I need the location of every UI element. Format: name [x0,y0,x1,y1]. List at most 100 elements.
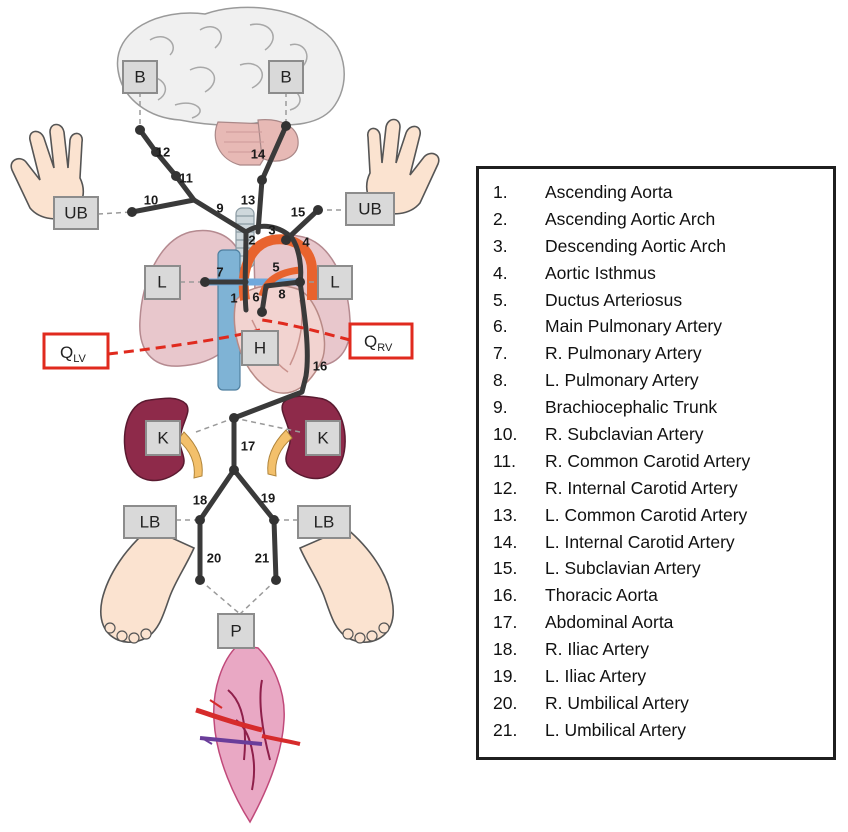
legend-label: L. Umbilical Artery [545,720,833,741]
vessel-label-20: 20 [207,551,221,566]
placenta-illustration [196,645,300,822]
legend-number: 19. [479,666,545,687]
legend-list: 1.Ascending Aorta 2.Ascending Aortic Arc… [479,169,833,744]
node-brain-left-label: B [280,68,291,87]
node-lower-body-left: LB [298,506,350,538]
legend-item: 16.Thoracic Aorta [479,582,833,609]
vessel-label-14: 14 [251,147,266,162]
legend-item: 18.R. Iliac Artery [479,636,833,663]
legend-label: L. Pulmonary Artery [545,370,833,391]
legend-label: R. Umbilical Artery [545,693,833,714]
legend-label: R. Subclavian Artery [545,424,833,445]
legend-label: Ascending Aortic Arch [545,209,833,230]
node-lower-body-left-label: LB [314,513,335,532]
vessel-label-13: 13 [241,193,255,208]
legend-label: L. Iliac Artery [545,666,833,687]
node-lung-left-label: L [330,273,339,292]
vessel-label-15: 15 [291,205,305,220]
legend-label: L. Subclavian Artery [545,558,833,579]
vessel-label-9: 9 [216,201,223,216]
node-kidney-left-label: K [317,429,329,448]
legend-item: 15.L. Subclavian Artery [479,555,833,582]
legend-label: L. Common Carotid Artery [545,505,833,526]
node-placenta: P [218,614,254,648]
left-foot-illustration [300,528,393,643]
legend-label: R. Iliac Artery [545,639,833,660]
vessel-label-18: 18 [193,493,207,508]
legend-label: Aortic Isthmus [545,263,833,284]
legend-item: 11.R. Common Carotid Artery [479,448,833,475]
legend-number: 12. [479,478,545,499]
node-kidney-left: K [306,421,340,455]
legend-item: 2.Ascending Aortic Arch [479,206,833,233]
vessel-label-12: 12 [156,145,170,160]
q-rv-sub: RV [377,342,393,354]
legend-item: 10.R. Subclavian Artery [479,421,833,448]
node-brain-right: B [123,61,157,93]
vessel-label-4: 4 [302,235,310,250]
legend-label: R. Internal Carotid Artery [545,478,833,499]
legend-number: 1. [479,182,545,203]
node-heart-label: H [254,339,266,358]
legend-number: 2. [479,209,545,230]
legend-item: 7.R. Pulmonary Artery [479,340,833,367]
q-lv-box: QLV [44,334,108,368]
node-lung-right-label: L [157,273,166,292]
vessel-label-5: 5 [272,260,279,275]
legend-label: R. Pulmonary Artery [545,343,833,364]
legend-number: 20. [479,693,545,714]
vessel-label-21: 21 [255,551,269,566]
legend-item: 3.Descending Aortic Arch [479,233,833,260]
legend-item: 20.R. Umbilical Artery [479,690,833,717]
node-lower-body-right: LB [124,506,176,538]
node-lung-left: L [318,266,352,299]
legend-number: 16. [479,585,545,606]
vessel-label-8: 8 [278,287,285,302]
legend-label: Brachiocephalic Trunk [545,397,833,418]
legend-number: 8. [479,370,545,391]
legend-number: 17. [479,612,545,633]
legend-number: 5. [479,290,545,311]
legend-label: Thoracic Aorta [545,585,833,606]
node-kidney-right: K [146,421,180,455]
legend-label: Descending Aortic Arch [545,236,833,257]
legend-number: 10. [479,424,545,445]
legend-number: 13. [479,505,545,526]
legend-item: 9.Brachiocephalic Trunk [479,394,833,421]
legend-number: 14. [479,532,545,553]
legend-number: 6. [479,316,545,337]
legend-item: 14.L. Internal Carotid Artery [479,529,833,556]
legend-label: R. Common Carotid Artery [545,451,833,472]
legend-item: 17.Abdominal Aorta [479,609,833,636]
vessel-legend: 1.Ascending Aorta 2.Ascending Aortic Arc… [476,166,836,760]
legend-number: 15. [479,558,545,579]
vessel-label-6: 6 [252,290,259,305]
vessel-label-19: 19 [261,491,275,506]
node-brain-left: B [269,61,303,93]
legend-label: Ductus Arteriosus [545,290,833,311]
vessel-label-7: 7 [216,265,223,280]
vessel-label-1: 1 [230,291,237,306]
legend-item: 21.L. Umbilical Artery [479,717,833,744]
legend-label: L. Internal Carotid Artery [545,532,833,553]
node-upper-body-right: UB [54,197,98,229]
legend-item: 12.R. Internal Carotid Artery [479,475,833,502]
vessel-label-17: 17 [241,439,255,454]
node-lung-right: L [145,266,180,299]
node-upper-body-right-label: UB [64,204,88,223]
legend-item: 5.Ductus Arteriosus [479,287,833,314]
legend-number: 7. [479,343,545,364]
legend-number: 9. [479,397,545,418]
legend-label: Main Pulmonary Artery [545,316,833,337]
legend-label: Abdominal Aorta [545,612,833,633]
vessel-label-3: 3 [268,223,275,238]
legend-number: 18. [479,639,545,660]
node-lower-body-right-label: LB [140,513,161,532]
q-rv-main: Q [364,332,377,351]
node-brain-right-label: B [134,68,145,87]
node-heart: H [242,331,278,365]
legend-item: 6.Main Pulmonary Artery [479,313,833,340]
vessel-label-11: 11 [179,171,193,186]
right-foot-illustration [101,528,194,643]
legend-number: 21. [479,720,545,741]
